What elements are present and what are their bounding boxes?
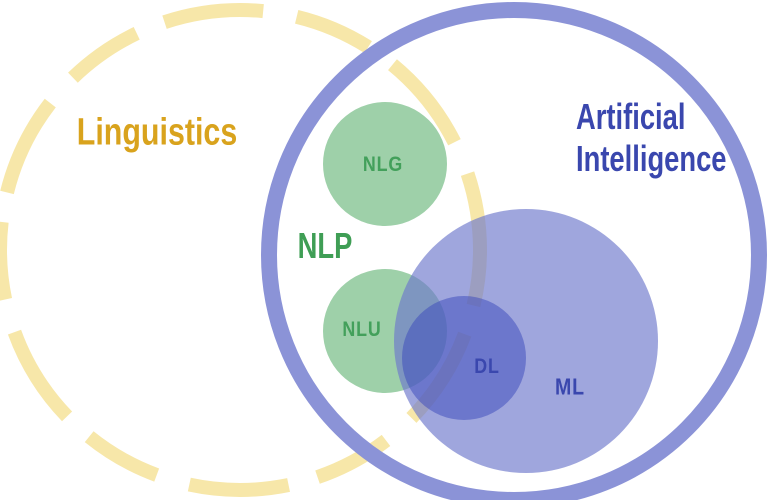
ai-label-line1: Artificial [576,96,686,137]
linguistics-circle [0,3,487,497]
dl-label: DL [474,355,500,378]
ai-circle [261,2,767,500]
nlu-label: NLU [342,318,382,341]
ai-label-line2: Intelligence [576,138,727,179]
nlg-circle [323,102,447,226]
nlp-label: NLP [297,225,353,266]
ml-label: ML [555,373,585,400]
nlg-label: NLG [362,153,404,176]
linguistics-label: Linguistics [76,111,238,154]
dl-circle [402,296,526,420]
ai-label: Artificial Intelligence [576,96,727,180]
